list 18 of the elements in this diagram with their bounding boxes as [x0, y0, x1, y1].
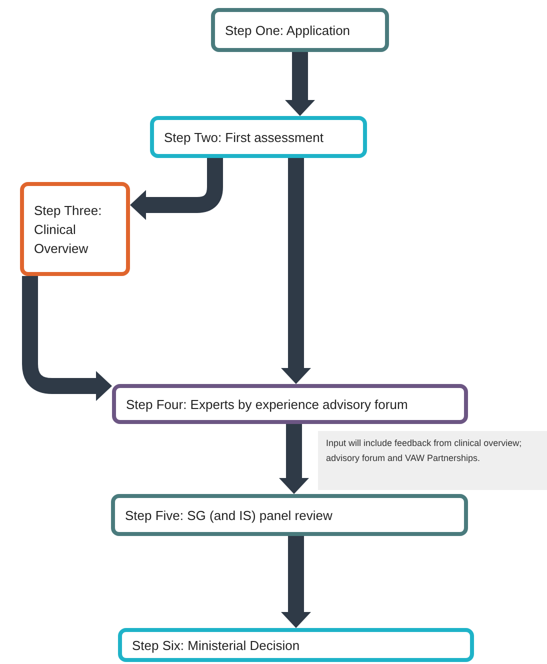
block-arrow: [281, 158, 311, 384]
note-text: Input will include feedback from clinical overview; advisory forum and VAW Partnerships.: [326, 437, 523, 465]
block-arrow: [281, 536, 311, 628]
block-arrow: [279, 424, 309, 494]
step-box: [111, 494, 468, 536]
block-arrow: [22, 276, 112, 401]
block-arrow: [285, 52, 315, 116]
step-box: [150, 116, 367, 158]
step-box: [112, 384, 468, 424]
step-label: Step One: Application: [225, 22, 352, 40]
step-label: Step Three: Clinical Overview: [34, 202, 103, 258]
step-box: [211, 8, 389, 52]
step-label: Step Four: Experts by experience advisory forum: [126, 396, 409, 414]
step-label: Step Six: Ministerial Decision: [132, 636, 301, 654]
step-label: Step Two: First assessment: [164, 128, 324, 146]
step-box: [118, 628, 474, 662]
step-box: [20, 182, 130, 276]
step-label: Step Five: SG (and IS) panel review: [125, 506, 334, 524]
